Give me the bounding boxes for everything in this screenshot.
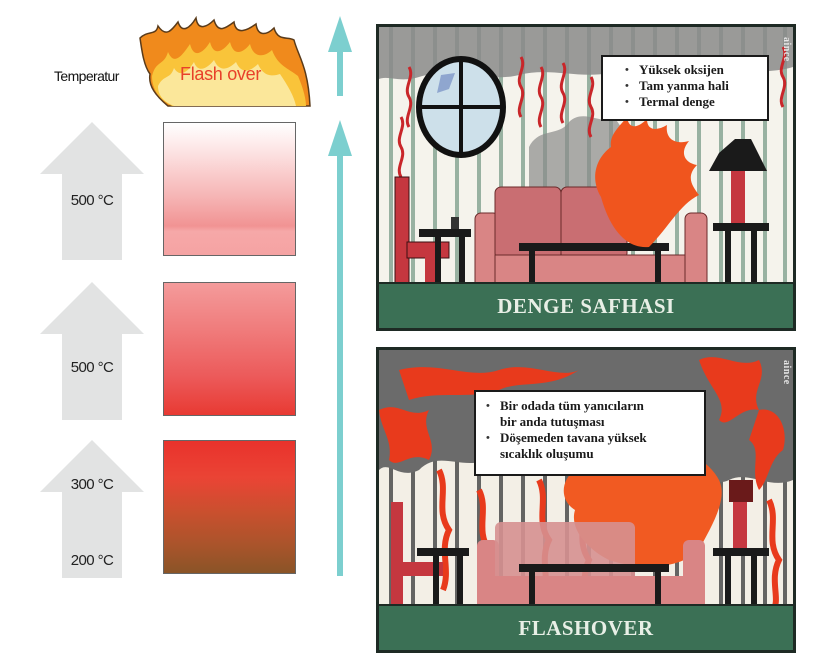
flame-banner-icon (138, 15, 313, 108)
arrow-temperature-label: 500 °C (70, 192, 114, 209)
note-item: Bir odada tüm yanıcıların (486, 398, 698, 414)
panel-caption: FLASHOVER (518, 615, 654, 640)
temperature-color-box-3 (163, 440, 296, 574)
teal-up-arrow-long (325, 120, 355, 576)
temperature-color-box-1 (163, 122, 296, 256)
teal-up-arrow-top (325, 16, 355, 96)
flashover-panel: Bir odada tüm yanıcıların bir anda tutuş… (376, 347, 796, 653)
denge-safhasi-panel: Yüksek oksijen Tam yanma hali Termal den… (376, 24, 796, 331)
arrow-temperature-label: 500 °C (70, 359, 114, 376)
temperature-up-arrow-3 (40, 440, 144, 578)
caption-bar: DENGE SAFHASI (379, 282, 793, 328)
note-item: Tam yanma hali (625, 78, 761, 94)
phase-notes-box: Yüksek oksijen Tam yanma hali Termal den… (601, 55, 769, 121)
watermark: aince (781, 360, 792, 385)
watermark: aince (781, 37, 792, 62)
temperature-up-arrow-2 (40, 282, 144, 420)
note-item: Döşemeden tavana yüksek (486, 430, 698, 446)
temperature-color-box-2 (163, 282, 296, 416)
note-item: Yüksek oksijen (625, 62, 761, 78)
panel-caption: DENGE SAFHASI (497, 293, 675, 318)
arrow-temperature-label: 200 °C (70, 552, 114, 569)
temperature-up-arrow-1 (40, 122, 144, 260)
phase-notes-box: Bir odada tüm yanıcıların bir anda tutuş… (474, 390, 706, 476)
caption-bar: FLASHOVER (379, 604, 793, 650)
flashover-banner-text: Flash over (180, 64, 262, 84)
note-item: Termal denge (625, 94, 761, 110)
note-item-continuation: bir anda tutuşması (500, 414, 605, 429)
temperature-label: Temperatur (54, 68, 119, 84)
note-item-continuation: sıcaklık oluşumu (500, 446, 594, 461)
arrow-temperature-label: 300 °C (70, 476, 114, 493)
